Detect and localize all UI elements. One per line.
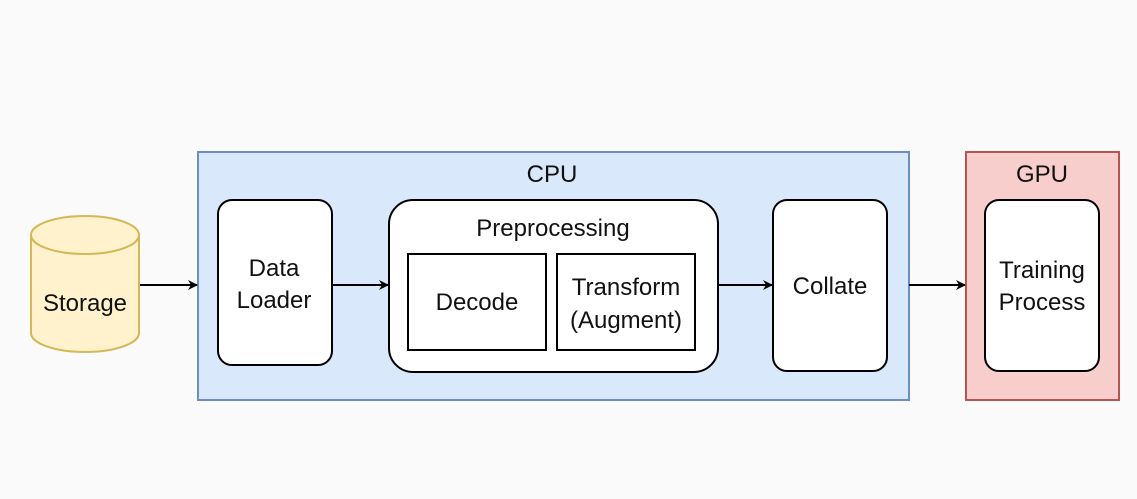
training-process-label-line2: Process [999,289,1086,316]
training-process-node: Training Process [984,199,1100,372]
collate-node: Collate [772,199,888,372]
gpu-label: GPU [1016,161,1068,188]
preprocessing-label: Preprocessing [476,215,629,242]
storage-cylinder-rim [30,234,140,255]
decode-label: Decode [436,289,519,316]
transform-box [556,253,696,351]
collate-box [772,199,888,372]
data-loader-box [217,199,333,366]
transform-label-line2: (Augment) [570,307,682,334]
transform-label-line1: Transform [572,274,680,301]
data-loader-label-line2: Loader [237,287,312,314]
data-loader-node: Data Loader [217,199,333,366]
storage-cylinder-icon [30,215,140,353]
training-process-box [984,199,1100,372]
storage-node: Storage [30,215,140,353]
cpu-label: CPU [527,161,578,188]
training-process-label-line1: Training [999,257,1085,284]
collate-label: Collate [793,273,868,300]
decode-box [407,253,547,351]
preprocessing-node: Preprocessing Decode Transform (Augment) [388,199,719,373]
data-loader-label-line1: Data [249,255,300,282]
storage-label: Storage [43,290,127,317]
